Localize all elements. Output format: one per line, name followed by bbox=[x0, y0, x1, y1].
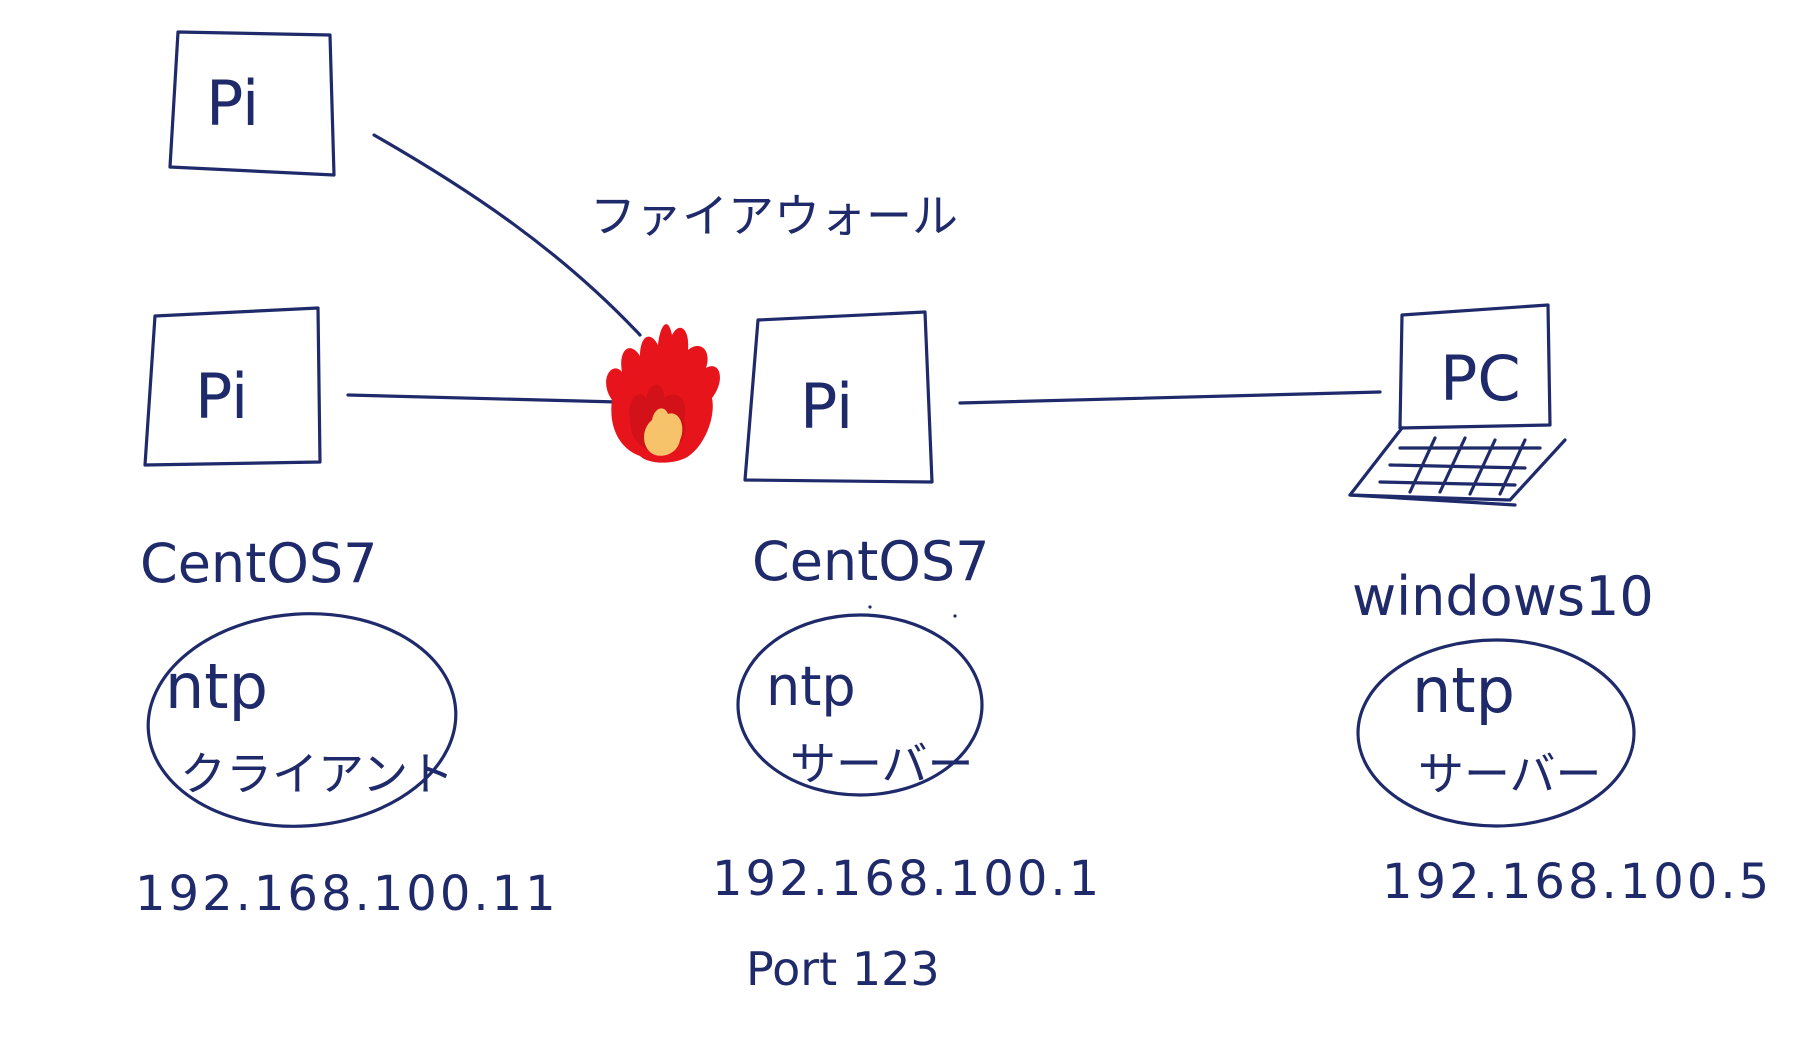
pc-role-line2: サーバー bbox=[1418, 747, 1602, 801]
pc-ip: 192.168.100.5 bbox=[1382, 854, 1772, 910]
link-top-pi-to-firewall bbox=[372, 133, 642, 337]
pc-os: windows10 bbox=[1352, 565, 1654, 628]
pc-screen-box bbox=[1398, 303, 1552, 430]
pi-server-ip: 192.168.100.1 bbox=[712, 851, 1102, 907]
link-client-to-firewall bbox=[346, 393, 620, 404]
stray-dot bbox=[868, 605, 872, 609]
laptop-keyboard-icon bbox=[1348, 426, 1567, 507]
pc-role-ellipse bbox=[1356, 638, 1636, 828]
pi-client-box bbox=[143, 306, 322, 467]
firewall-flame-icon bbox=[606, 324, 720, 463]
pi-server-box bbox=[743, 310, 934, 484]
pi-server-role-line2: サーバー bbox=[790, 737, 974, 791]
stray-dot bbox=[953, 614, 957, 618]
pi-client-label: Pi bbox=[195, 360, 248, 433]
pi-server-label: Pi bbox=[800, 370, 853, 443]
pi-top-box bbox=[168, 30, 336, 177]
node-pc: PC windows10 ntp サーバー 192.168.100.5 bbox=[1348, 303, 1772, 910]
link-server-to-pc bbox=[958, 390, 1382, 405]
node-pi-client: Pi CentOS7 ntp クライアント 192.168.100.11 bbox=[135, 306, 559, 922]
pi-server-role-ellipse bbox=[736, 613, 984, 797]
pi-server-port: Port 123 bbox=[746, 942, 940, 996]
pi-client-role-line1: ntp bbox=[165, 650, 268, 723]
pi-server-role-line1: ntp bbox=[766, 655, 856, 718]
pi-top-label: Pi bbox=[206, 67, 259, 140]
firewall-label: ファイアウォール bbox=[590, 189, 958, 243]
pi-client-os: CentOS7 bbox=[140, 532, 377, 595]
node-pi-top: Pi bbox=[168, 30, 336, 177]
pc-label: PC bbox=[1440, 342, 1521, 415]
pc-role-line1: ntp bbox=[1412, 654, 1515, 727]
pi-client-role-ellipse bbox=[146, 612, 458, 828]
node-pi-server: Pi CentOS7 ntp サーバー 192.168.100.1 Port 1… bbox=[712, 310, 1102, 996]
pi-server-os: CentOS7 bbox=[752, 530, 989, 593]
pi-client-ip: 192.168.100.11 bbox=[135, 866, 559, 922]
pi-client-role-line2: クライアント bbox=[180, 747, 454, 801]
